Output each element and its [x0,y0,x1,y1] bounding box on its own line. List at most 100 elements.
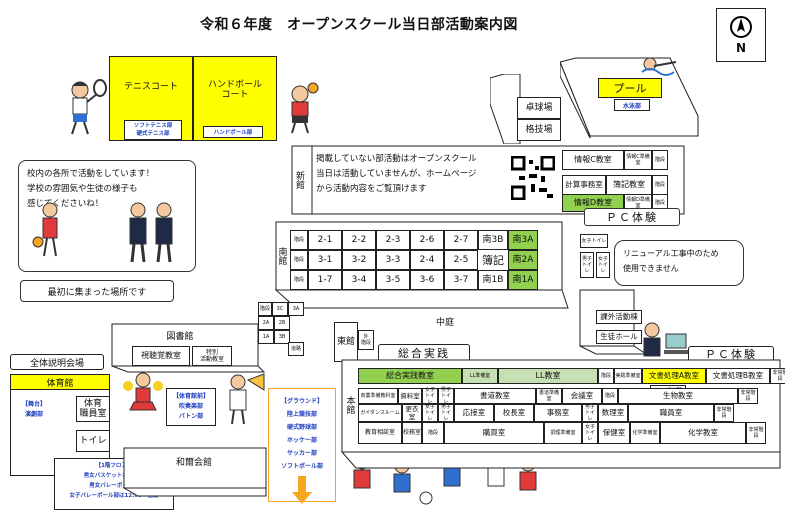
room-school-affairs[interactable]: 校務室 [402,422,422,444]
room-s2a[interactable]: 南2A [508,250,538,270]
pool-title: プール [613,82,647,95]
room-1-7[interactable]: 1-7 [308,270,342,290]
martial-arts-gym: 格技場 [517,119,561,141]
room-commerce-prep[interactable]: 商業準備教科室 [358,388,398,404]
room-2-3[interactable]: 2-3 [376,230,410,250]
sougou-practice-text: 総合実践 [398,347,450,360]
table-tennis-gym: 卓球場 [517,97,561,119]
cheerleader-icon [123,372,163,411]
room-2b-small[interactable]: 2B [274,316,290,330]
room-ll-prep[interactable]: LL準備室 [462,368,498,384]
room-2-6[interactable]: 2-6 [410,230,444,250]
room-3-4[interactable]: 3-4 [342,270,376,290]
room-1a-small[interactable]: 1A [258,330,274,344]
room-3-6[interactable]: 3-6 [410,270,444,290]
handball-club: ハンドボール部 [203,126,263,138]
gym-toilet: トイレ [76,430,110,452]
room-cooking-prep[interactable]: 調理準備室 [544,422,582,444]
welcome-message: 校内の各所で活動をしています！ 学校の雰囲気や生徒の様子も 感じてくださいね！ [18,160,196,272]
new-building-label: 新館 [294,171,304,189]
room-guidance[interactable]: ガイダンスルーム [358,404,402,422]
room-changing[interactable]: 更衣室 [402,404,422,422]
room-stairs: 階段 [652,150,668,170]
room-meeting[interactable]: 会議室 [562,388,602,404]
room-s3a[interactable]: 南3A [508,230,538,250]
north-indicator: N [716,8,766,62]
room-3-5[interactable]: 3-5 [376,270,410,290]
room-2-5[interactable]: 2-5 [444,250,478,270]
room-info-c-prep[interactable]: 情報C準備室 [624,150,652,170]
gym-stage: 【舞台】 演劇部 [21,401,46,418]
room-2-4[interactable]: 2-4 [410,250,444,270]
road: 道路 [288,342,304,356]
front-gym-clubs: 【体育館前】 吹奏楽部 バトン部 [166,388,216,426]
room-calligraphy[interactable]: 書道教室 [454,388,536,404]
room-s1b[interactable]: 南1B [478,270,508,290]
gym-office: 体育 職員室 [76,396,110,422]
emergency-stairs: 非常階段 [714,404,734,422]
room-materials[interactable]: 資料室 [398,388,422,404]
handball-player-icon [291,82,319,134]
room-3-2[interactable]: 3-2 [342,250,376,270]
south-building-label: 南館 [276,247,287,265]
renewal-notice-text: リニューアル工事中のため 使用できません [623,249,719,273]
room-calligraphy-prep[interactable]: 書道準備室 [536,388,562,404]
room-doc-a[interactable]: 文書処理A教室 [642,368,706,384]
av-room[interactable]: 視聴覚教室 [132,346,190,366]
room-calc[interactable]: 計算事務室 [562,175,606,195]
extracurricular-label[interactable]: 課外活動棟 [596,310,642,324]
room-counseling[interactable]: 教育相談室 [358,422,402,444]
room-chemistry[interactable]: 化学教室 [660,422,746,444]
room-3-1[interactable]: 3-1 [308,250,342,270]
sougou-practice-label: 総合実践 [378,344,470,362]
room-info-d-prep[interactable]: 情報D準備室 [624,194,652,212]
welcome-message-text: 校内の各所で活動をしています！ 学校の雰囲気や生徒の様子も 感じてくださいね！ [27,169,155,209]
bookkeeping-label: 簿記 [478,250,508,270]
explain-venue-label: 全体説明会場 [10,354,104,370]
room-2a-small[interactable]: 2A [258,316,274,330]
room-3b-small[interactable]: 3B [274,330,290,344]
gather-label-text: 最初に集まった場所です [47,287,147,298]
gather-label: 最初に集まった場所です [20,280,174,302]
room-info-c[interactable]: 情報C教室 [562,150,624,170]
room-3c[interactable]: 3C [272,302,288,316]
toilet-women-main2: 女子トイレ [422,404,438,422]
room-s1a[interactable]: 南1A [508,270,538,290]
east-building[interactable]: 東館 [334,322,358,362]
tennis-player-icon [71,79,107,135]
toilet-men-main3: 男子トイレ [582,404,598,422]
room-nurse[interactable]: 保健室 [598,422,630,444]
room-3a-small[interactable]: 3A [288,302,304,316]
room-2-1[interactable]: 2-1 [308,230,342,250]
room-3-7[interactable]: 3-7 [444,270,478,290]
room-staff[interactable]: 職員室 [628,404,714,422]
main-row4: 教育相談室 校務室 階段 購買室 調理準備室 女子トイレ 保健室 化学準備室 化… [358,422,766,444]
compass-icon [730,16,752,38]
special-activity-room[interactable]: 特別 活動教室 [192,346,232,366]
room-office[interactable]: 事務室 [534,404,582,422]
room-2-2[interactable]: 2-2 [342,230,376,250]
student-hall-label[interactable]: 生徒ホール [596,330,642,344]
room-s3b[interactable]: 南3B [478,230,508,250]
room-bookkeeping[interactable]: 簿記教室 [606,175,652,195]
room-chemistry-prep[interactable]: 化学準備室 [630,422,660,444]
gym-label: 体育館 [10,374,110,390]
room-math[interactable]: 数理室 [598,404,628,422]
outside-stairs: 外 階段 [358,330,374,350]
students-icon [32,202,173,263]
tennis-court-label: テニスコート [123,81,178,92]
room-biology[interactable]: 生物教室 [618,388,738,404]
room-principal[interactable]: 校長室 [494,404,534,422]
room-reception[interactable]: 応接室 [454,404,494,422]
room-sougou[interactable]: 総合実践教室 [358,368,462,384]
room-doc-b[interactable]: 文書処理B教室 [706,368,770,384]
toilet-men-south: 男子トイレ [580,252,594,278]
room-practice-prep[interactable]: 実践準備室 [614,368,642,384]
notice-text: 掲載していない部活動はオープンスクール 当日は活動していませんが、ホームページ … [316,154,477,194]
handball-court[interactable]: ハンドボール コート [193,56,277,141]
north-label: N [735,41,747,55]
room-store[interactable]: 購買室 [444,422,544,444]
room-ll[interactable]: LL教室 [498,368,598,384]
room-2-7[interactable]: 2-7 [444,230,478,250]
room-3-3[interactable]: 3-3 [376,250,410,270]
